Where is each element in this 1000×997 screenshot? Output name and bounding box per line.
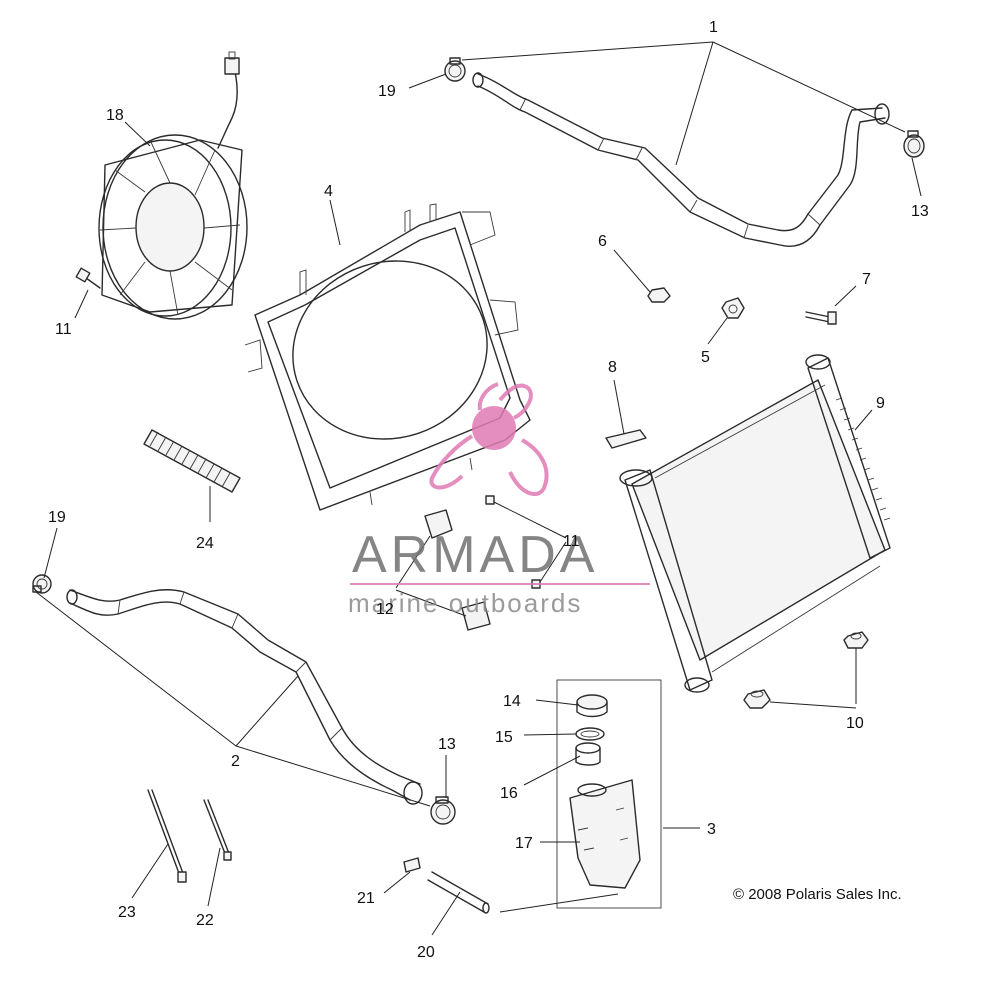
callout-22: 22 (196, 912, 214, 929)
callout-4: 4 (324, 183, 333, 200)
radiator (619, 354, 891, 693)
watermark-tagline: marine outboards (348, 588, 582, 618)
leader-lines (35, 41, 922, 936)
reservoir-cap-14 (576, 694, 608, 718)
grommet-10-right (843, 631, 869, 649)
nut-6 (647, 287, 671, 303)
foam-sleeve (143, 429, 241, 493)
seal-15 (575, 727, 605, 741)
callout-1: 1 (709, 19, 718, 36)
reservoir-kit-box (556, 679, 662, 909)
callout-14: 14 (503, 693, 521, 710)
callout-13-upper: 13 (911, 203, 929, 220)
grommet-10-left (743, 689, 771, 709)
watermark-brand: ARMADA (352, 526, 598, 584)
cable-tie-22 (203, 799, 232, 861)
callout-13-lower: 13 (438, 736, 456, 753)
callout-5: 5 (701, 349, 710, 366)
hose-clamp-19-lower (32, 574, 52, 594)
callout-19-lower: 19 (48, 509, 66, 526)
callout-19-upper: 19 (378, 83, 396, 100)
callout-labels: 1 2 3 4 5 6 7 8 9 10 11 11 12 13 13 14 1… (48, 19, 929, 961)
callout-16: 16 (500, 785, 518, 802)
callout-11-middle: 11 (563, 533, 580, 550)
grommet-5 (721, 297, 745, 319)
callout-24: 24 (196, 535, 214, 552)
overflow-hose-20 (427, 871, 490, 914)
mount-12 (424, 509, 491, 631)
callout-15: 15 (495, 729, 513, 746)
bolt-7 (805, 311, 837, 325)
upper-radiator-hose (472, 72, 890, 247)
clamp-21 (403, 857, 421, 873)
reservoir-tank-17 (569, 779, 641, 889)
callout-6: 6 (598, 233, 607, 250)
callout-12: 12 (376, 601, 394, 618)
callout-20: 20 (417, 944, 435, 961)
lower-radiator-hose (66, 589, 423, 805)
hose-clamp-19-upper (444, 57, 466, 82)
callout-2: 2 (231, 753, 240, 770)
hose-clamp-13-upper (903, 130, 925, 158)
callout-21: 21 (357, 890, 375, 907)
bracket-8 (605, 429, 647, 449)
propeller-logo (429, 382, 549, 497)
callout-23: 23 (118, 904, 136, 921)
cable-tie-23 (147, 789, 187, 883)
callout-11-fan: 11 (55, 321, 72, 338)
callout-18: 18 (106, 107, 124, 124)
callout-17: 17 (515, 835, 533, 852)
callout-8: 8 (608, 359, 617, 376)
bolt-11-fan (75, 267, 101, 289)
fan-shroud (244, 203, 531, 511)
cooling-fan (98, 51, 248, 320)
callout-3: 3 (707, 821, 716, 838)
callout-7: 7 (862, 271, 871, 288)
callout-9: 9 (876, 395, 885, 412)
callout-10: 10 (846, 715, 864, 732)
armada-watermark: ARMADA marine outboards (348, 382, 650, 618)
copyright-notice: © 2008 Polaris Sales Inc. (733, 886, 902, 903)
hose-clamp-13-lower (430, 796, 456, 825)
adapter-16 (575, 742, 601, 766)
